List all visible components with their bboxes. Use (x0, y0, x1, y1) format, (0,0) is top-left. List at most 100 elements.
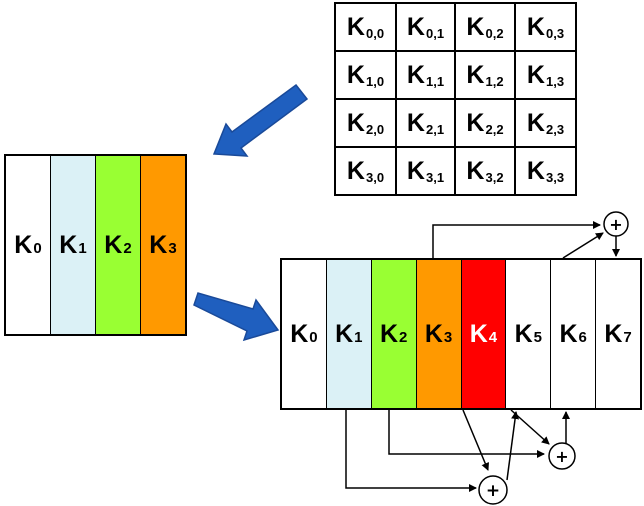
xor-bottom-left-symbol: + (486, 481, 500, 501)
matrix-cell-subscript: 3,3 (545, 169, 565, 185)
word-letter: K (59, 230, 78, 259)
top-xor-connections (432, 221, 620, 259)
word-subscript: 6 (578, 328, 587, 346)
matrix-cell-subscript: 3,2 (485, 169, 504, 185)
word-subscript: 2 (399, 328, 408, 346)
matrix-cell-subscript: 2,1 (425, 121, 445, 137)
word-letter: K (104, 230, 123, 259)
matrix-cell-letter: K (466, 156, 485, 185)
matrix-cell-subscript: 1,1 (425, 73, 445, 89)
xor-k1-k4-connections (345, 409, 520, 492)
xor-bottom-right-symbol: + (555, 447, 568, 466)
word-letter: K (149, 230, 168, 259)
word-letter: K (469, 319, 488, 348)
word-subscript: 7 (623, 328, 632, 346)
matrix-cell-letter: K (466, 108, 485, 137)
matrix-cell-letter: K (346, 108, 365, 137)
matrix-cell-subscript: 2,2 (485, 121, 504, 137)
matrix-cell-subscript: 2,3 (545, 121, 565, 137)
word-subscript: 1 (354, 328, 363, 346)
word-subscript: 4 (488, 328, 498, 346)
word-subscript: 0 (33, 239, 42, 257)
word-letter: K (514, 319, 533, 348)
words-to-expanded-arrow (193, 292, 280, 342)
word-subscript: 2 (123, 239, 132, 257)
word-letter: K (290, 319, 309, 348)
matrix-cell-letter: K (526, 60, 545, 89)
matrix-cell-subscript: 3,0 (365, 169, 385, 185)
word-letter: K (424, 319, 443, 348)
word-letter: K (335, 319, 354, 348)
matrix-cell-subscript: 1,3 (545, 73, 565, 89)
word-letter: K (379, 319, 399, 348)
xor-k2-k5-connections (388, 409, 570, 458)
matrix-cell-subscript: 1,2 (485, 73, 504, 89)
matrix-cell-subscript: 0,1 (425, 25, 445, 41)
matrix-cell-letter: K (526, 108, 545, 137)
xor-top-icon (603, 211, 629, 237)
matrix-cell-subscript: 1,0 (365, 73, 385, 89)
xor-bottom-left-icon (478, 475, 508, 505)
matrix-cell-letter: K (346, 60, 365, 89)
matrix-cell-letter: K (406, 108, 425, 137)
matrix-cell-letter: K (466, 12, 485, 41)
matrix-cell-subscript: 3,1 (425, 169, 445, 185)
word-subscript: 5 (533, 328, 543, 346)
matrix-cell-letter: K (346, 12, 365, 41)
word-subscript: 1 (78, 239, 87, 257)
word-subscript: 3 (168, 239, 177, 257)
word-subscript: 3 (443, 328, 453, 346)
matrix-to-words-arrow (212, 83, 309, 157)
word-subscript: 0 (309, 328, 318, 346)
word-letter: K (604, 319, 623, 348)
word-letter: K (14, 230, 33, 259)
xor-top-symbol: + (609, 215, 622, 234)
xor-bottom-right-icon (548, 442, 576, 470)
matrix-cell-letter: K (406, 60, 425, 89)
matrix-cell-subscript: 0,0 (365, 25, 385, 41)
matrix-cell-letter: K (526, 12, 545, 41)
matrix-cell-letter: K (526, 156, 545, 185)
matrix-cell-subscript: 0,3 (545, 25, 565, 41)
word-letter: K (559, 319, 578, 348)
matrix-cell-subscript: 2,0 (365, 121, 385, 137)
matrix-cell-letter: K (406, 12, 425, 41)
matrix-cell-subscript: 0,2 (485, 25, 504, 41)
matrix-cell-letter: K (406, 156, 425, 185)
matrix-cell-letter: K (466, 60, 485, 89)
matrix-cell-letter: K (346, 156, 365, 185)
